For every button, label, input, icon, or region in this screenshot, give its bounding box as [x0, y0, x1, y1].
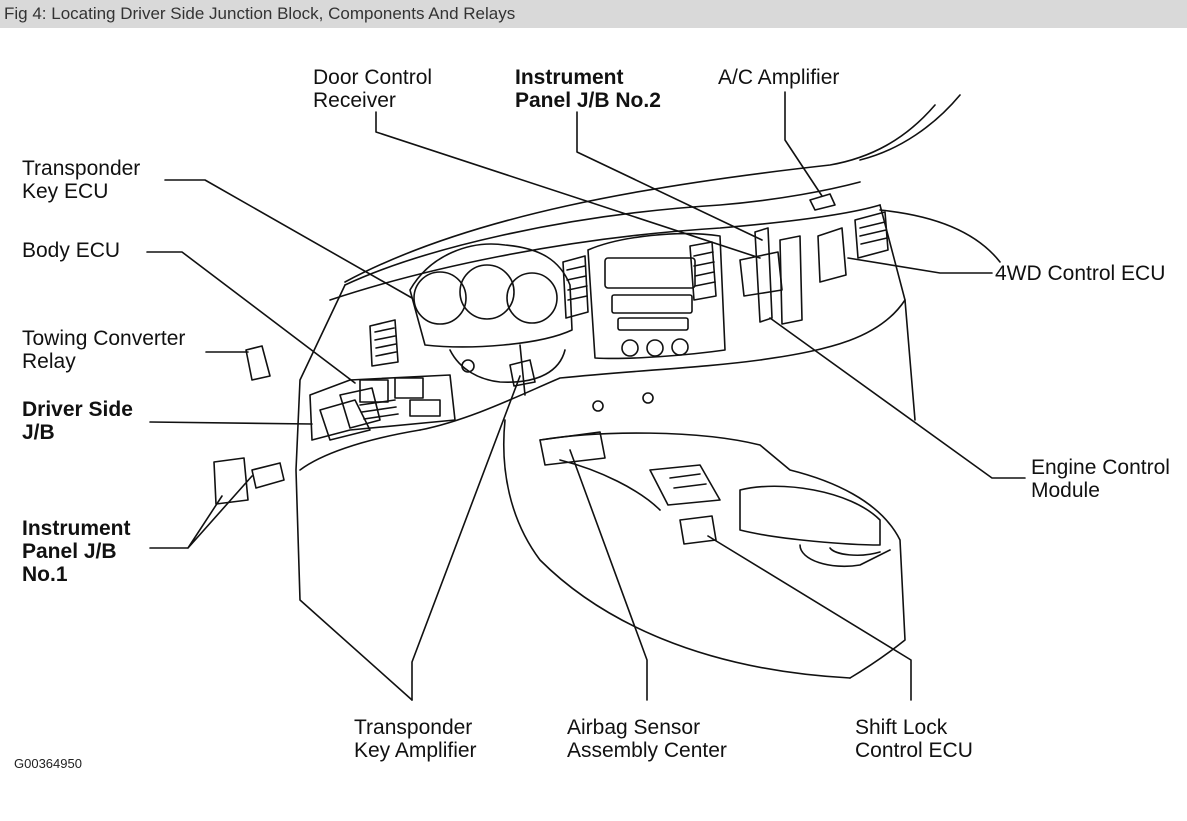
transponder-key-amplifier-label: Transponder Key Amplifier — [354, 716, 477, 762]
figure-caption: Fig 4: Locating Driver Side Junction Blo… — [0, 0, 1187, 28]
instrument-panel-jb-no2-label: Instrument Panel J/B No.2 — [515, 66, 661, 112]
driver-side-jb-label: Driver Side J/B — [22, 398, 133, 444]
body-ecu-label: Body ECU — [22, 239, 121, 262]
shift-lock-control-ecu-label: Shift Lock Control ECU — [855, 716, 973, 762]
figure-code: G00364950 — [14, 756, 82, 771]
door-control-receiver-label: Door Control Receiver — [313, 66, 433, 112]
transponder-key-ecu-label: Transponder Key ECU — [22, 157, 141, 203]
engine-control-module-label: Engine Control Module — [1031, 456, 1170, 502]
towing-converter-relay-label: Towing Converter Relay — [22, 327, 186, 373]
4wd-control-ecu-label: 4WD Control ECU — [995, 262, 1166, 285]
ac-amplifier-label: A/C Amplifier — [718, 66, 840, 89]
instrument-panel-jb-no1-label: Instrument Panel J/B No.1 — [22, 517, 131, 586]
airbag-sensor-assembly-center-label: Airbag Sensor Assembly Center — [567, 716, 727, 762]
